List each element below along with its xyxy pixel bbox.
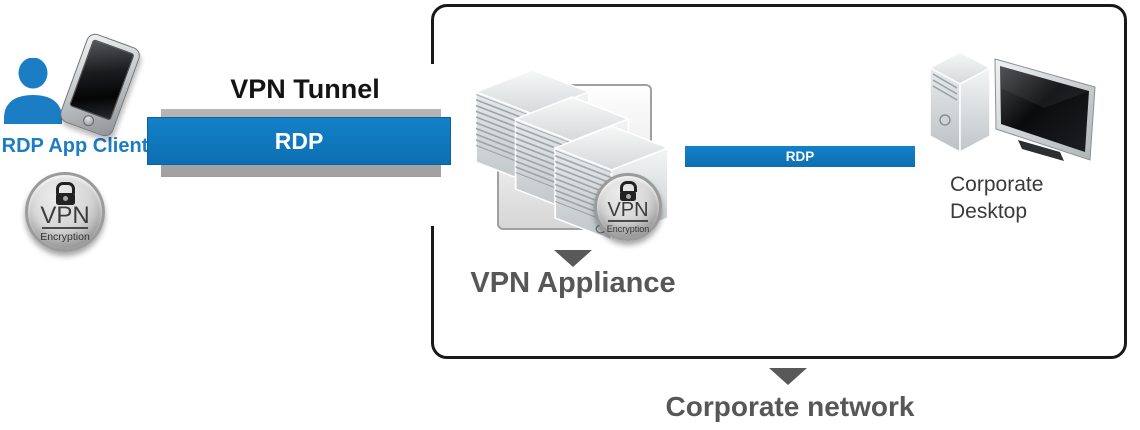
badge-divider xyxy=(42,227,88,229)
badge-subtitle: Encryption xyxy=(40,231,90,243)
lock-icon xyxy=(54,182,76,205)
smartphone-screen xyxy=(69,38,135,121)
desktop-label: Corporate Desktop xyxy=(950,173,1044,223)
vpn-encryption-badge-appliance: VPN Encryption xyxy=(594,173,662,241)
desktop-computer-icon xyxy=(928,51,1096,161)
rdp-tunnel-bar: RDP xyxy=(147,117,451,165)
lock-icon xyxy=(617,181,639,201)
lock-shackle xyxy=(55,182,75,194)
appliance-label: VPN Appliance xyxy=(470,267,676,299)
rdp-lan-bar-label: RDP xyxy=(785,149,815,164)
network-label: Corporate network xyxy=(665,391,915,422)
smartphone-home-button xyxy=(81,113,96,128)
lock-shackle xyxy=(619,181,637,192)
vpn-encryption-badge-client: VPN Encryption xyxy=(25,172,105,252)
rdp-lan-bar: RDP xyxy=(685,146,915,167)
arrow-down-icon xyxy=(554,250,592,267)
lock-body xyxy=(55,193,75,205)
rdp-tunnel-bar-label: RDP xyxy=(274,127,324,154)
badge-title: VPN xyxy=(607,199,649,221)
client-label: RDP App Client xyxy=(1,135,149,157)
badge-subtitle: Encryption xyxy=(606,223,650,234)
badge-title: VPN xyxy=(40,202,90,229)
smartphone-icon xyxy=(57,31,143,139)
lock-body xyxy=(620,191,636,201)
badge-divider xyxy=(608,220,648,222)
person-icon xyxy=(4,58,62,124)
vpn-tunnel-title: VPN Tunnel xyxy=(230,74,380,104)
arrow-down-icon xyxy=(769,368,807,385)
